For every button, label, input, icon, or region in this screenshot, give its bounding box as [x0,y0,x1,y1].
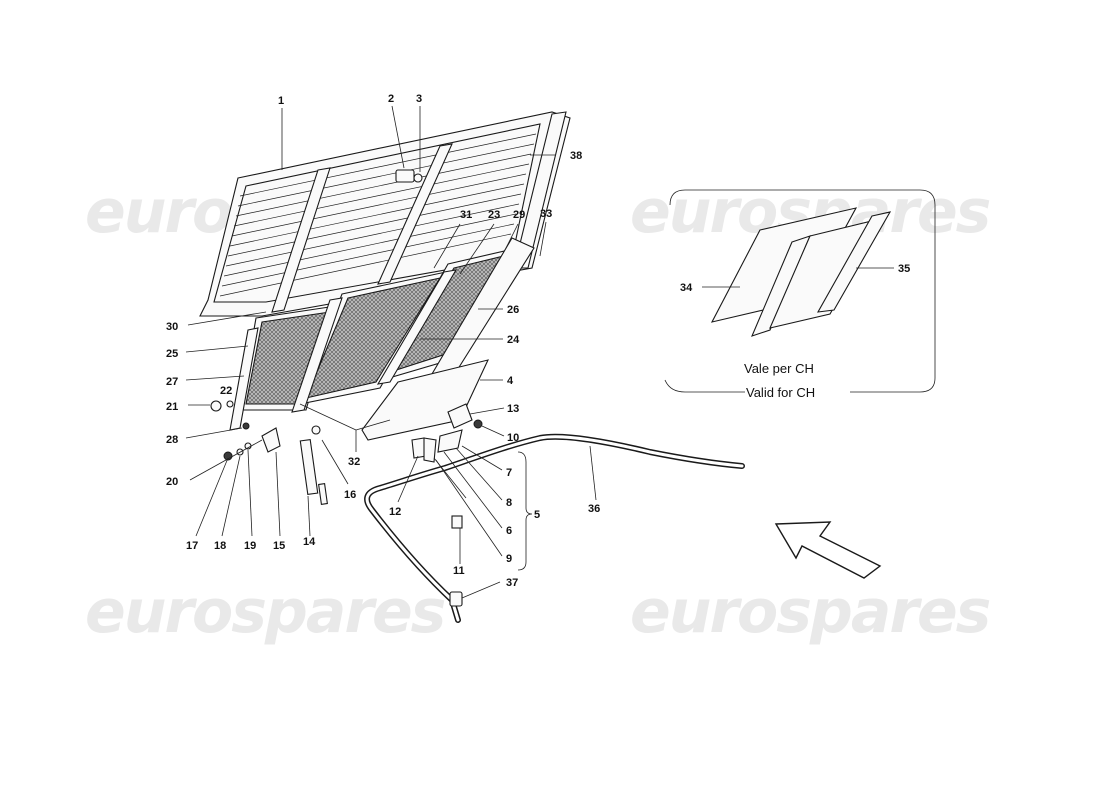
side-seal-strip [513,111,567,269]
callout-7: 7 [506,467,512,479]
callout-19: 19 [244,540,256,552]
watermark-bottom-right: eurospares [630,577,990,647]
callout-29: 29 [513,209,525,221]
inset-frame [664,189,936,393]
callout-36: 36 [588,503,600,515]
leader-lines [185,105,894,599]
inset-note-english: Valid for CH [746,385,815,400]
callout-2: 2 [388,93,394,105]
callout-28: 28 [166,434,178,446]
callout-16: 16 [344,489,356,501]
inset-channel-left [751,235,811,337]
callout-labels: 1 2 3 38 31 23 29 33 26 24 4 30 25 27 22… [166,93,910,589]
callout-4: 4 [507,375,514,387]
callout-32: 32 [348,456,360,468]
callout-9: 9 [506,553,512,565]
hinge-assembly [411,403,483,529]
callout-11: 11 [453,565,465,577]
inset-channel-right [816,211,892,313]
callout-17: 17 [186,540,198,552]
lid-latch [395,169,423,183]
callout-8: 8 [506,497,512,509]
callout-26: 26 [507,304,519,316]
callout-23: 23 [488,209,500,221]
watermark-bottom-left: eurospares [85,577,445,647]
callout-13: 13 [507,403,519,415]
callout-10: 10 [507,432,519,444]
callout-1: 1 [278,95,284,107]
louvre-slats [219,133,537,297]
callout-22: 22 [220,385,232,397]
callout-31: 31 [460,209,472,221]
callout-24: 24 [507,334,520,346]
callout-14: 14 [303,536,316,548]
callout-33: 33 [540,208,552,220]
gas-strut [261,425,328,505]
callout-34: 34 [680,282,693,294]
seal-clip [449,591,463,607]
callout-15: 15 [273,540,285,552]
callout-3: 3 [416,93,422,105]
callout-37: 37 [506,577,518,589]
callout-12: 12 [389,506,401,518]
arrow-icon [774,521,882,579]
callout-5: 5 [534,509,540,521]
callout-27: 27 [166,376,178,388]
mesh-screen-assembly [229,237,535,431]
callout-38: 38 [570,150,582,162]
inset-note-italian: Vale per CH [744,361,814,376]
callout-35: 35 [898,263,910,275]
callout-20: 20 [166,476,178,488]
callout-30: 30 [166,321,178,333]
callout-6: 6 [506,525,512,537]
callout-21: 21 [166,401,178,413]
callout-25: 25 [166,348,178,360]
callout-18: 18 [214,540,226,552]
